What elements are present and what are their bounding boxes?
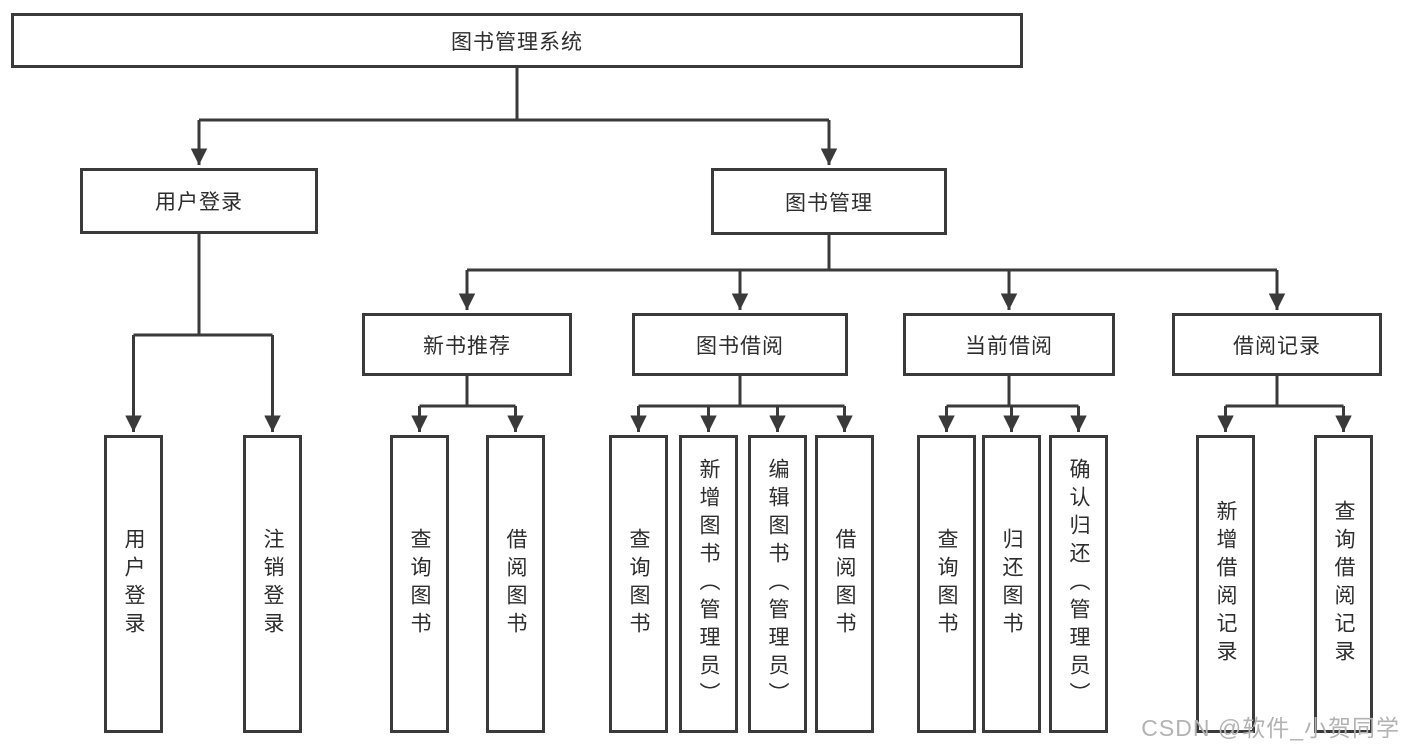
node-new-book-recommend: 新书推荐	[362, 313, 572, 376]
leaf-user-login: 用户登录	[104, 435, 163, 733]
node-book-management: 图书管理	[711, 168, 947, 235]
leaf-borrow-borrow-books: 借阅图书	[815, 435, 874, 733]
leaf-recommend-borrow-books: 借阅图书	[486, 435, 545, 733]
leaf-borrow-add-books-admin: 新增图书（管理员）	[679, 435, 738, 733]
leaf-current-return-books: 归还图书	[982, 435, 1041, 733]
leaf-recommend-query-books: 查询图书	[390, 435, 449, 733]
leaf-logout: 注销登录	[243, 435, 302, 733]
node-user-login: 用户登录	[80, 168, 318, 234]
leaf-records-query-record: 查询借阅记录	[1314, 435, 1373, 733]
leaf-current-query-books: 查询图书	[917, 435, 976, 733]
node-current-borrow: 当前借阅	[903, 313, 1115, 376]
leaf-current-confirm-return-admin: 确认归还（管理员）	[1049, 435, 1108, 733]
csdn-watermark: CSDN @软件_小贺同学	[1141, 715, 1400, 741]
node-borrow-records: 借阅记录	[1172, 313, 1382, 376]
leaf-records-add-record: 新增借阅记录	[1196, 435, 1255, 733]
leaf-borrow-query-books: 查询图书	[609, 435, 668, 733]
node-book-borrow: 图书借阅	[632, 313, 848, 376]
leaf-borrow-edit-books-admin: 编辑图书（管理员）	[748, 435, 807, 733]
node-root-system: 图书管理系统	[11, 13, 1023, 68]
